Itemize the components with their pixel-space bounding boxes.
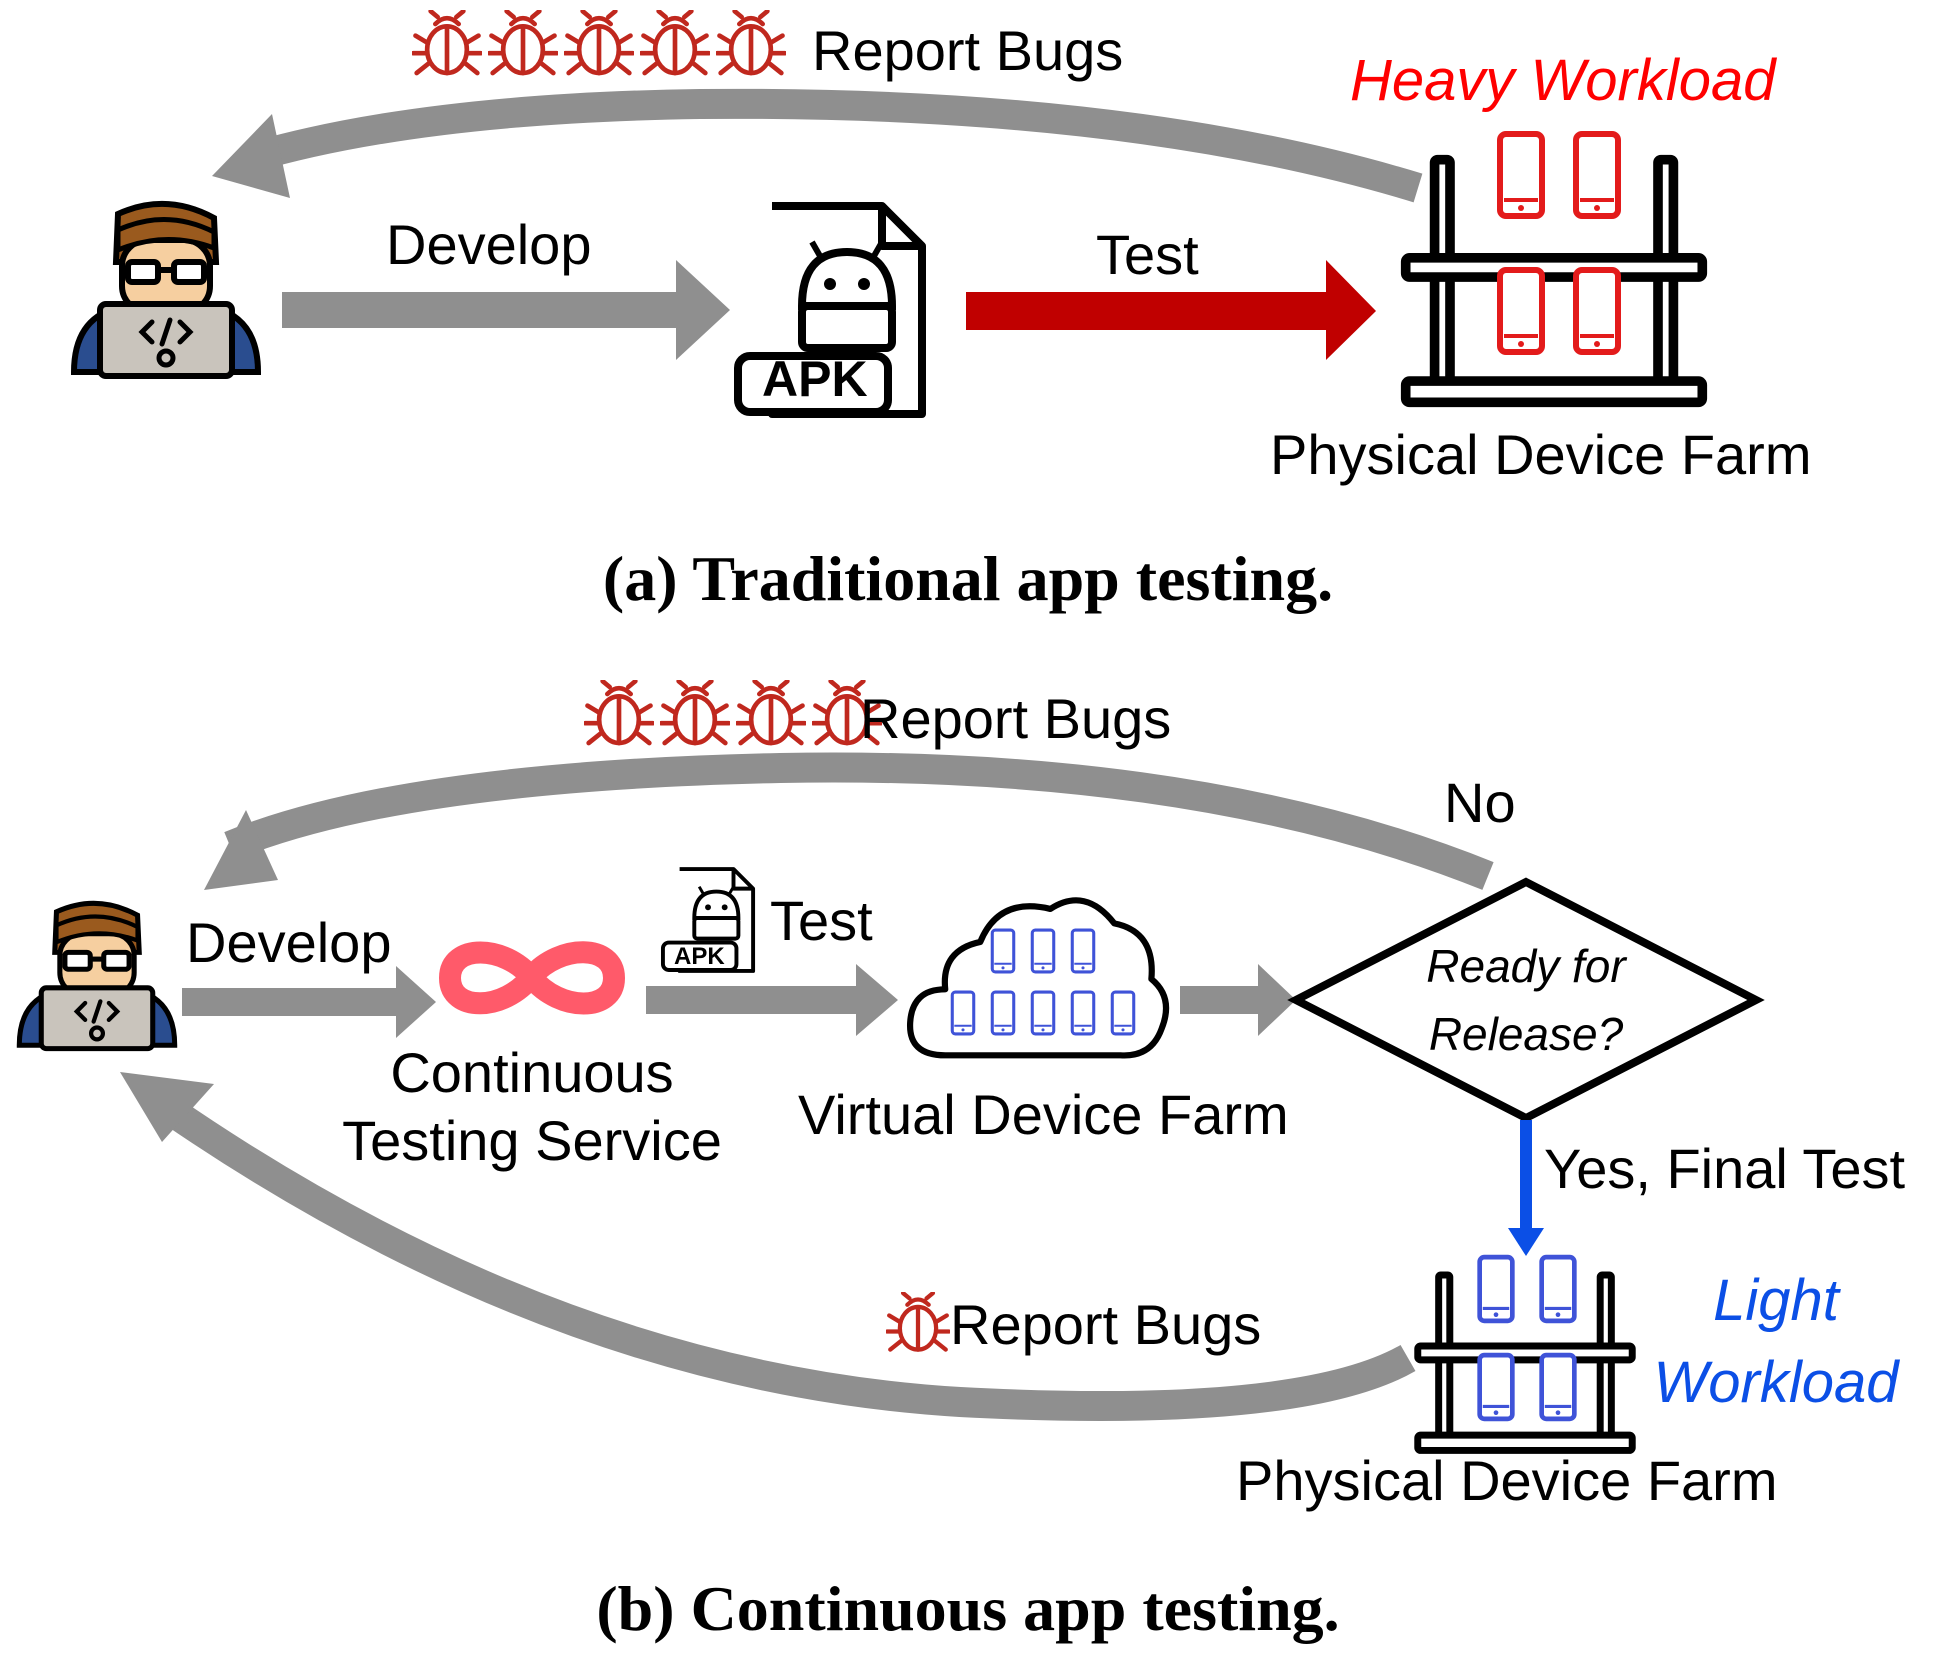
develop-arrow-a-shaft <box>282 292 682 328</box>
develop-label-b: Develop <box>186 911 391 974</box>
phones-blue <box>1480 1257 1575 1419</box>
develop-arrow-b-shaft <box>182 988 402 1016</box>
to-decision-arrow-head <box>1258 964 1296 1036</box>
developer-icon <box>74 204 258 376</box>
report-bugs-arrow-a <box>245 88 1423 203</box>
phone-icon <box>1576 270 1618 352</box>
bug-icon <box>737 681 805 743</box>
phone-icon <box>1542 1257 1575 1321</box>
developer-icon <box>19 903 174 1048</box>
yes-arrow-shaft <box>1520 1120 1532 1234</box>
report-bugs-label-b-top: Report Bugs <box>860 687 1171 750</box>
phone-icon <box>1576 134 1618 216</box>
bug-icon <box>565 11 633 73</box>
phone-icon <box>1500 270 1542 352</box>
light-workload-line2: Workload <box>1654 1350 1901 1415</box>
cts-label-line1: Continuous <box>390 1041 673 1104</box>
test-label-a: Test <box>1096 223 1199 286</box>
virtual-farm-label: Virtual Device Farm <box>798 1083 1289 1146</box>
phone-icon <box>990 990 1016 1036</box>
phone-icon <box>990 928 1016 974</box>
phone-icon <box>1070 990 1096 1036</box>
report-bugs-arrowhead-b-top <box>204 810 278 890</box>
test-arrow-b-head <box>856 964 898 1036</box>
bug-icon <box>489 11 557 73</box>
yes-final-test-label: Yes, Final Test <box>1544 1137 1906 1200</box>
apk-label-b: APK <box>674 943 725 970</box>
phone-icon <box>1070 928 1096 974</box>
to-decision-arrow-shaft <box>1180 986 1262 1014</box>
cts-label-line2: Testing Service <box>342 1109 722 1172</box>
test-arrow-head <box>1326 260 1376 360</box>
apk-label-a: APK <box>762 351 868 407</box>
develop-arrow-a-head <box>676 260 730 360</box>
heavy-workload-label: Heavy Workload <box>1350 48 1777 113</box>
release-decision-diamond <box>1287 877 1765 1123</box>
develop-label-a: Develop <box>386 213 591 276</box>
device-shelf-icon <box>1406 160 1703 403</box>
phone-icon <box>1030 928 1056 974</box>
report-bugs-arrowhead-a <box>212 114 290 198</box>
yes-arrow-head <box>1508 1228 1544 1256</box>
report-bugs-label-b-bottom: Report Bugs <box>950 1293 1261 1356</box>
caption-a: (a) Traditional app testing. <box>603 543 1333 614</box>
phones-red <box>1500 134 1618 352</box>
bug-icons-b <box>585 681 881 743</box>
caption-b: (b) Continuous app testing. <box>596 1573 1339 1644</box>
bug-icon <box>585 681 653 743</box>
test-label-b: Test <box>770 889 873 952</box>
test-arrow-b-shaft <box>646 986 860 1014</box>
phone-icon <box>1480 1257 1513 1321</box>
no-label: No <box>1444 771 1516 834</box>
decision-label-line2: Release? <box>1429 1008 1624 1060</box>
phone-icon <box>1110 990 1136 1036</box>
report-bugs-label-a: Report Bugs <box>812 19 1123 82</box>
decision-label-line1: Ready for <box>1426 940 1627 992</box>
device-shelf-icon <box>1418 1275 1632 1450</box>
physical-farm-label-b: Physical Device Farm <box>1236 1449 1777 1512</box>
bug-icon <box>661 681 729 743</box>
phone-icon <box>1500 134 1542 216</box>
panel-b: Report Bugs No Develop Continuous Testin… <box>19 681 1906 1644</box>
report-bugs-arrowhead-b-bottom <box>120 1072 214 1142</box>
test-arrow-shaft <box>966 292 1336 330</box>
bug-icons-a <box>413 11 785 73</box>
panel-a: Report Bugs Heavy Workload Develop APK T… <box>74 11 1811 614</box>
physical-farm-label-a: Physical Device Farm <box>1270 423 1811 486</box>
develop-arrow-b-head <box>396 966 436 1038</box>
infinity-icon <box>439 941 625 1015</box>
phone-icon <box>950 990 976 1036</box>
report-bugs-arrow-b-top <box>224 752 1494 890</box>
report-bugs-arrow-b-bottom <box>161 1097 1416 1422</box>
bug-icon <box>413 11 481 73</box>
phone-icon <box>1542 1355 1575 1419</box>
bug-icon <box>887 1293 949 1350</box>
bug-icon <box>717 11 785 73</box>
phone-icon <box>1480 1355 1513 1419</box>
bug-icon <box>641 11 709 73</box>
light-workload-line1: Light <box>1713 1268 1842 1333</box>
phone-icon <box>1030 990 1056 1036</box>
